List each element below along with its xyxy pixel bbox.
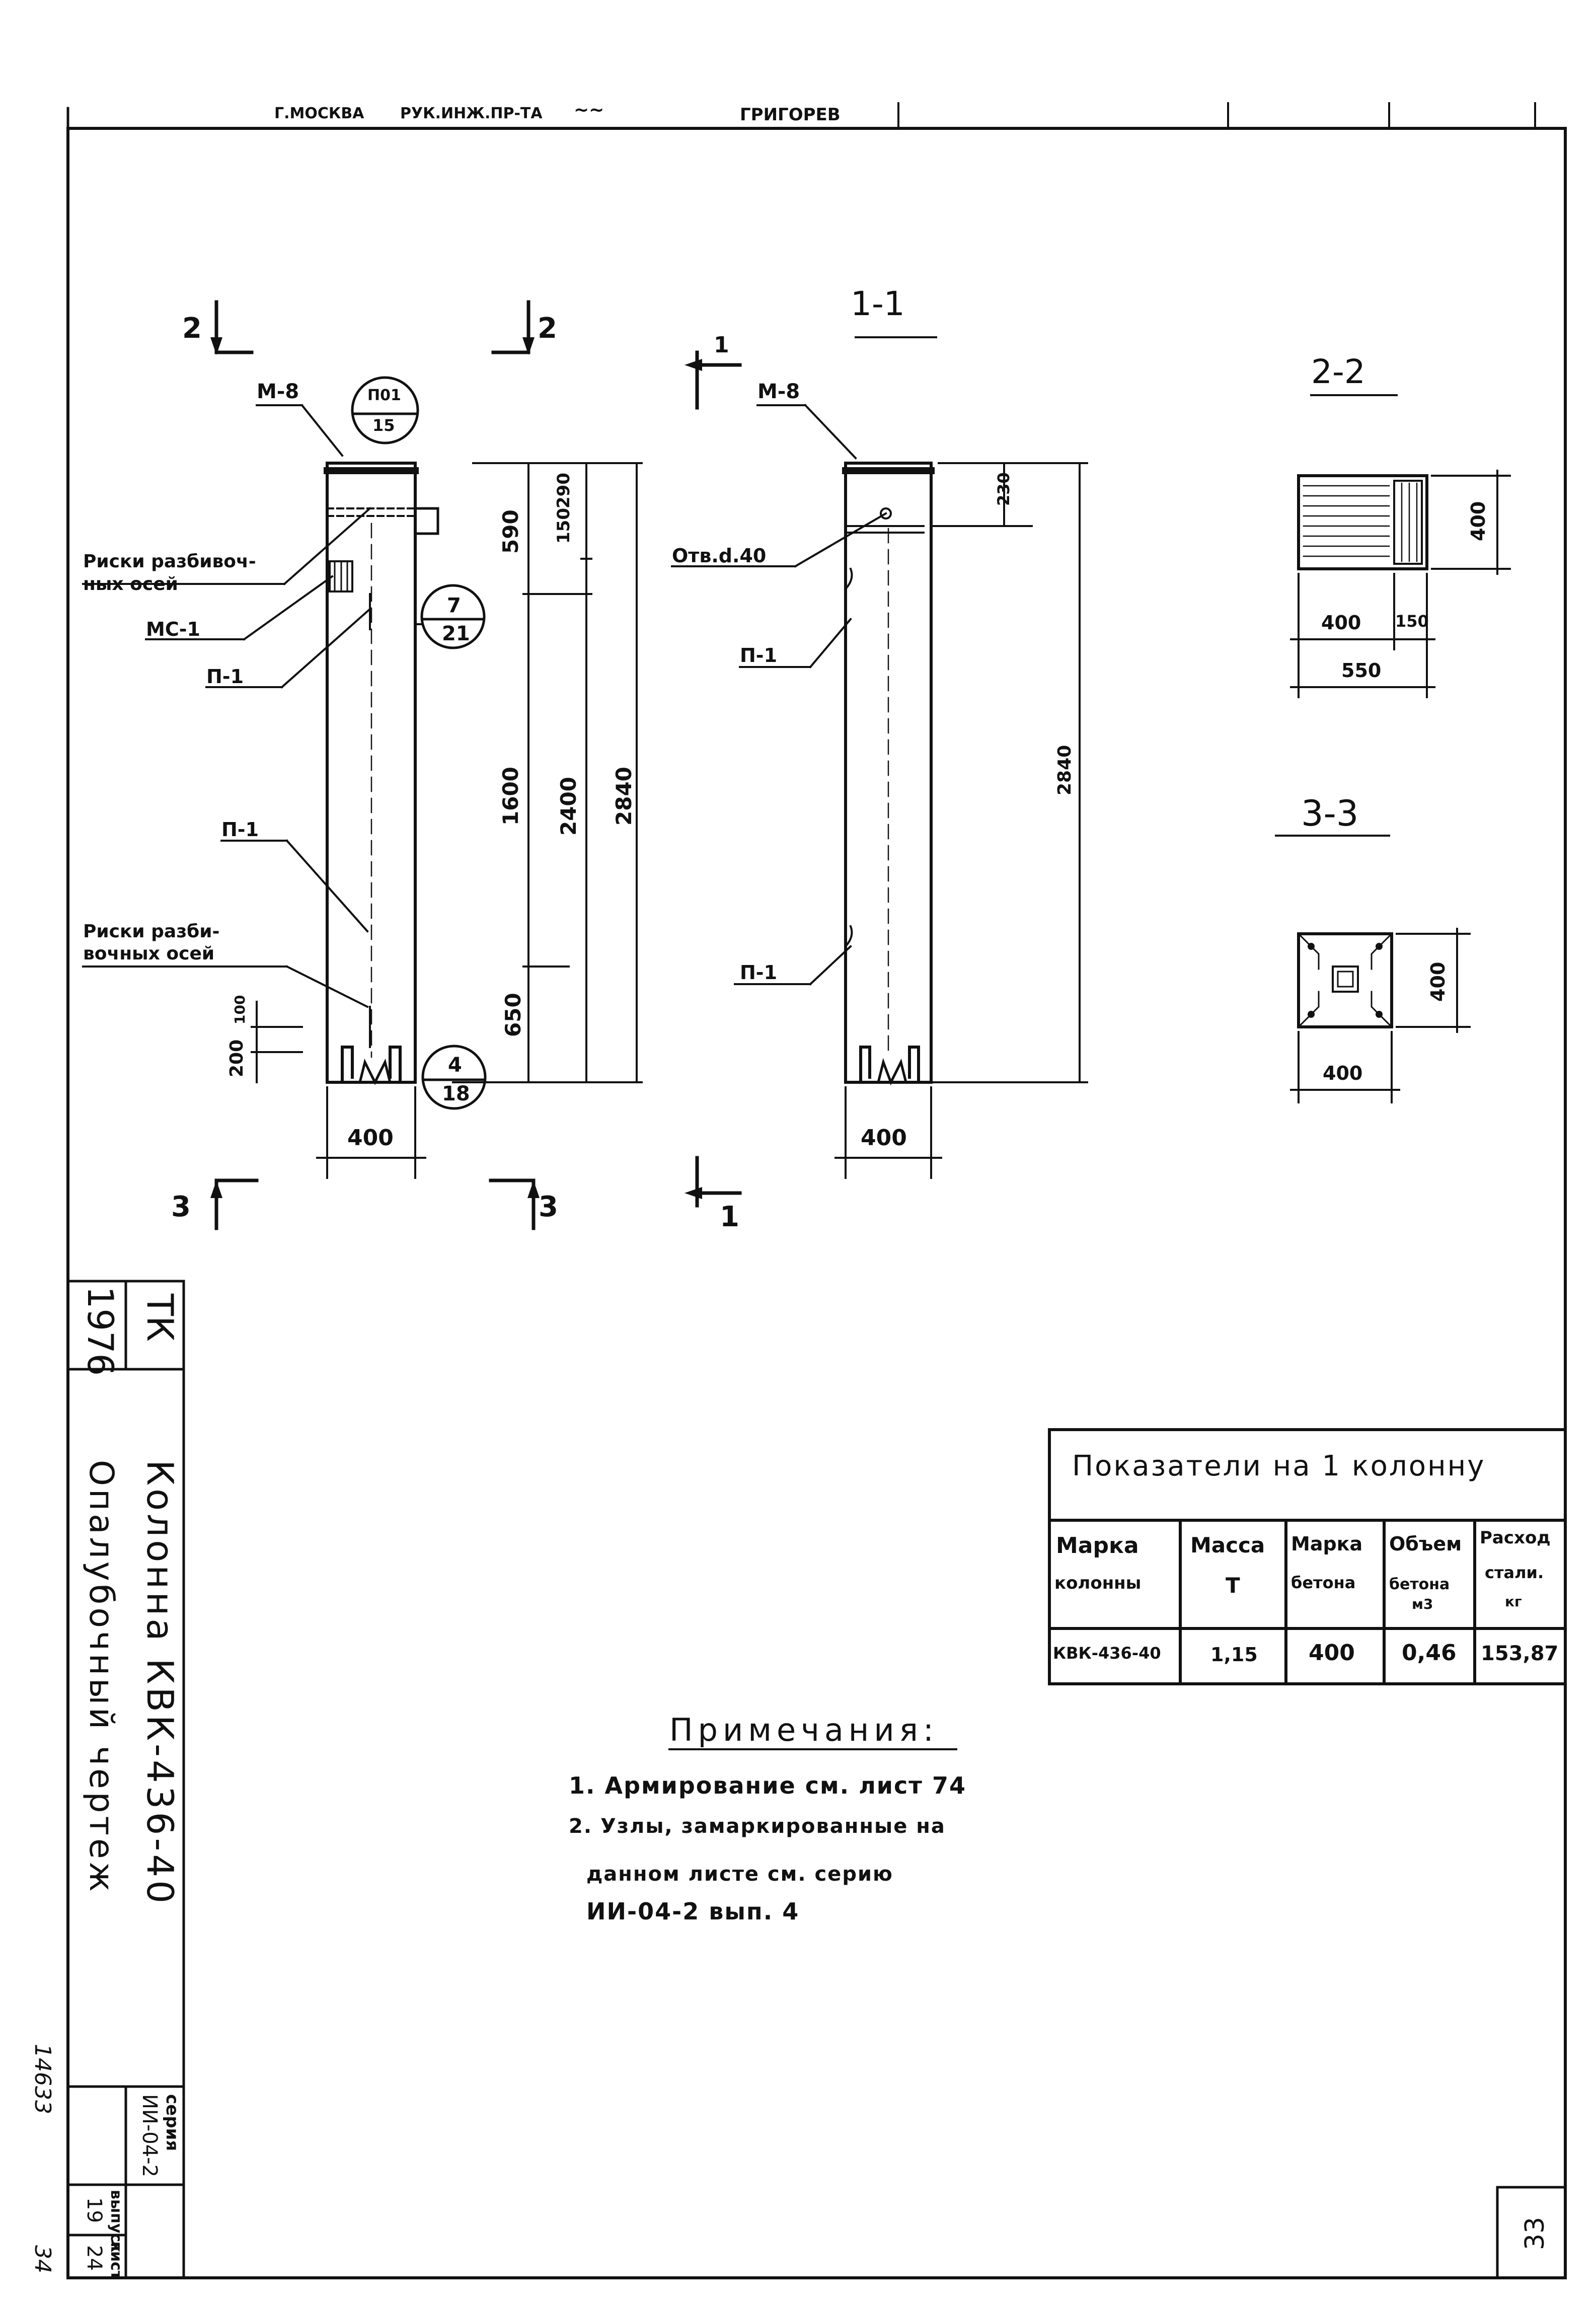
note-1: 1. Армирование см. лист 74: [569, 1772, 966, 1799]
dim-150-2-2: 150: [1395, 612, 1429, 631]
section-mark-3-right: 3: [539, 1191, 558, 1223]
header-col1-line1: Марка: [1056, 1533, 1139, 1558]
header-col2-line2: Т: [1226, 1573, 1240, 1598]
header-col1-line2: колонны: [1054, 1573, 1142, 1593]
cell-mass: 1,15: [1210, 1644, 1258, 1666]
section-3-3-title: 3-3: [1301, 793, 1359, 834]
label-risks-top-line2: ных осей: [83, 574, 178, 595]
dim-400-height-2-2: 400: [1467, 501, 1489, 541]
label-risks-bot-line1: Риски разби-: [83, 921, 220, 942]
section-2-2-drawing: [1290, 394, 1511, 698]
section-mark-2-left: 2: [182, 312, 202, 345]
stamp-series: ИИ-04-2: [138, 2094, 161, 2178]
notes-title: Примечания:: [669, 1712, 939, 1748]
node-mid-sheet: 21: [442, 622, 470, 645]
node-bot-sheet: 18: [442, 1082, 470, 1105]
stamp-title-line1: Колонна КВК-436-40: [139, 1460, 181, 1907]
label-p1-top: П-1: [206, 665, 244, 688]
header-col2-line1: Масса: [1190, 1533, 1265, 1557]
stamp-series-label: серия: [162, 2094, 182, 2151]
note-2-line1: 2. Узлы, замаркированные на: [569, 1815, 946, 1838]
section-1-1-drawing: [842, 462, 935, 1086]
indicators-title: Показатели на 1 колонну: [1072, 1450, 1486, 1482]
dim-2840-section: 2840: [1054, 745, 1075, 795]
indicators-table-grid: [1048, 1428, 1567, 1685]
section-1-mark-top: 1: [714, 332, 729, 358]
dim-230: 230: [994, 472, 1013, 506]
dim-150: 150: [554, 508, 574, 544]
node-top-number: П01: [367, 387, 401, 404]
column-elevation: [324, 462, 439, 1085]
leaders-1-1: [671, 336, 1088, 1179]
label-p1-bottom-1-1: П-1: [740, 961, 778, 984]
dim-400-height-3-3: 400: [1427, 961, 1449, 1002]
stamp-block: [66, 1280, 185, 2279]
dim-550: 550: [1341, 659, 1382, 682]
stamp-title-line2: Опалубочный чертеж: [82, 1460, 121, 1895]
label-p1-top-1-1: П-1: [740, 644, 778, 666]
cell-column-mark: КВК-436-40: [1053, 1644, 1161, 1663]
stamp-year: 1976: [80, 1286, 121, 1376]
node-bot-number: 4: [448, 1054, 462, 1077]
note-2-line3: ИИ-04-2 вып. 4: [586, 1898, 800, 1925]
dim-400-width-3-3: 400: [1323, 1062, 1363, 1084]
dim-290: 290: [554, 473, 574, 508]
header-col4-line1: Объем: [1389, 1533, 1462, 1555]
section-mark-3-left: 3: [171, 1191, 191, 1223]
sheet-frame: [66, 127, 1567, 2279]
header-role: РУК.ИНЖ.ПР-ТА: [400, 105, 543, 122]
dim-2840: 2840: [612, 767, 636, 826]
dim-1600: 1600: [498, 767, 523, 826]
note-2-line2: данном листе см. серию: [586, 1863, 893, 1886]
cell-concrete-volume: 0,46: [1402, 1640, 1457, 1666]
dim-650: 650: [501, 993, 525, 1037]
section-3-3-drawing: [1275, 835, 1471, 1103]
dim-590: 590: [498, 509, 523, 554]
embedded-m8-label: М-8: [257, 380, 299, 403]
header-name: ГРИГОРЕВ: [740, 105, 841, 125]
dim-400-width-2-2: 400: [1321, 612, 1361, 634]
section-2-2-title: 2-2: [1311, 352, 1365, 391]
node-mid-number: 7: [447, 594, 461, 617]
cell-concrete-grade: 400: [1309, 1640, 1355, 1666]
header-col3-line2: бетона: [1291, 1573, 1356, 1592]
section-mark-2-right: 2: [538, 312, 557, 345]
dim-200: 200: [226, 1039, 247, 1077]
node-circles: [351, 376, 487, 1110]
dim-width-elevation: 400: [347, 1125, 394, 1151]
section-marks-1-1: [695, 350, 742, 1208]
label-risks-bot-line2: вочных осей: [83, 943, 215, 964]
leaders-elevation: [82, 404, 424, 1008]
stamp-issue: 19: [83, 2197, 106, 2223]
header-col5-line2: стали.: [1485, 1563, 1544, 1582]
cell-steel-consumption: 153,87: [1481, 1642, 1559, 1665]
section-1-1-title: 1-1: [851, 284, 905, 323]
stamp-sheet: 24: [83, 2245, 106, 2271]
header-city: Г.МОСКВА: [274, 105, 364, 122]
header-col3-line1: Марка: [1291, 1533, 1363, 1555]
dim-2400: 2400: [556, 777, 581, 836]
header-col4-line2: бетона: [1389, 1576, 1450, 1593]
dim-width-section: 400: [861, 1125, 907, 1151]
header-signature: ~~: [574, 100, 604, 120]
stamp-code: ТК: [139, 1294, 181, 1342]
label-risks-top-line1: Риски разбивоч-: [83, 551, 256, 572]
elevation-dimensions: [251, 462, 643, 1179]
dim-100: 100: [232, 995, 248, 1024]
embedded-m8-label-1-1: М-8: [757, 380, 800, 403]
label-mc1: МС-1: [146, 618, 200, 640]
label-p1-bottom: П-1: [221, 819, 259, 841]
header-col5-line1: Расход: [1480, 1528, 1551, 1548]
header-col4-line3: м3: [1412, 1596, 1433, 1612]
header-col5-line3: кг: [1505, 1593, 1522, 1610]
page-number-box: [1496, 2186, 1567, 2279]
page-number: 33: [1520, 2216, 1550, 2250]
margin-note-page: 34: [30, 2245, 55, 2273]
hole-label: Отв.d.40: [672, 545, 767, 567]
stamp-sheet-label: лист: [107, 2240, 125, 2280]
section-1-mark-bottom: 1: [720, 1201, 739, 1233]
node-top-sheet: 15: [372, 416, 395, 435]
margin-note-inventory: 14633: [30, 2044, 55, 2114]
